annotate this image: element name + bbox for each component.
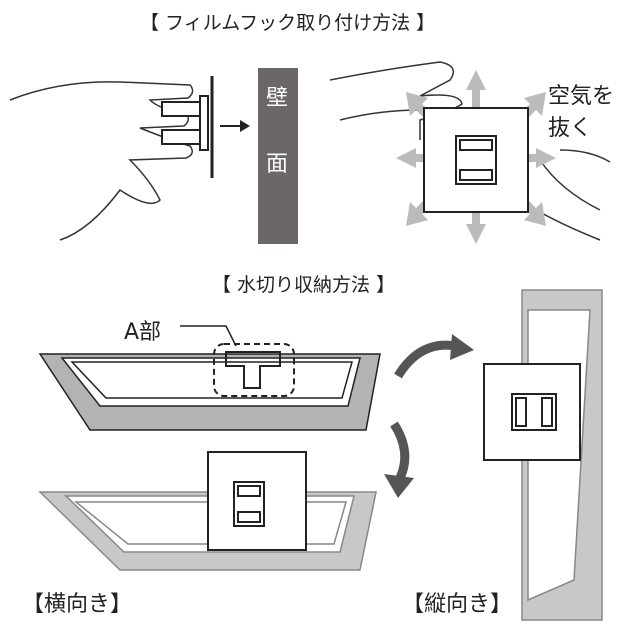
part-a-label: A部 <box>124 320 162 345</box>
curved-arrow-right-icon <box>394 334 474 379</box>
wall <box>258 68 298 244</box>
horizontal-label: 【横向き】 <box>22 592 133 617</box>
part-a-highlight <box>213 343 295 397</box>
arrow-right-icon <box>220 120 250 132</box>
film-hook-front <box>423 107 529 213</box>
tray-horizontal-top <box>38 353 381 431</box>
curved-arrow-down-icon <box>384 421 414 498</box>
film-hook-side <box>161 76 214 178</box>
wall-label-top: 壁 <box>266 86 289 111</box>
part-a-hook-shape <box>225 351 281 389</box>
vertical-label: 【縦向き】 <box>402 592 513 617</box>
section1-title: 【 フィルムフック取り付け方法 】 <box>140 12 436 34</box>
hand-illustration-left <box>9 81 194 241</box>
hook-vertical <box>483 363 581 461</box>
instruction-line2: 抜く <box>548 116 593 141</box>
hook-horizontal <box>207 451 307 551</box>
wall-label-bottom: 面 <box>266 152 289 177</box>
part-a-leader-line <box>180 325 237 347</box>
section2-title: 【 水切り収納方法 】 <box>212 274 396 296</box>
instruction-line1: 空気を <box>548 84 615 109</box>
